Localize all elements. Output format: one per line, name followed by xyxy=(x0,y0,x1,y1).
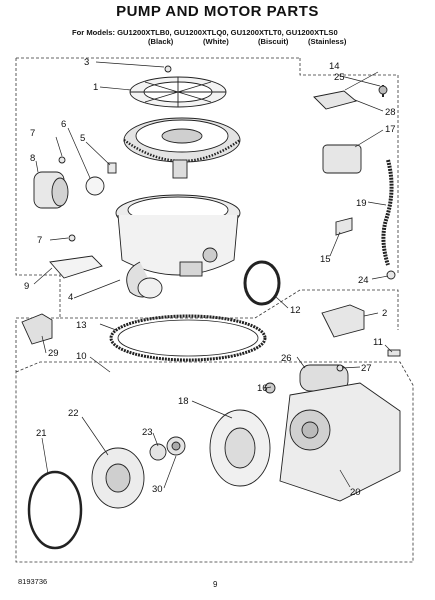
outline-middle xyxy=(60,289,399,330)
callout-22: 22 xyxy=(68,408,79,419)
callout-27: 27 xyxy=(361,363,372,374)
callout-18: 18 xyxy=(178,396,189,407)
callout-9: 9 xyxy=(24,281,29,292)
callout-19: 19 xyxy=(356,198,367,209)
part-17-sensor xyxy=(322,144,362,174)
callout-4: 4 xyxy=(68,292,73,303)
gasket-ring xyxy=(109,314,267,362)
callout-28: 28 xyxy=(385,107,396,118)
callout-13: 13 xyxy=(76,320,87,331)
color-white: (White) xyxy=(203,37,229,46)
color-stainless: (Stainless) xyxy=(308,37,347,46)
callout-15: 15 xyxy=(320,254,331,265)
model-list: For Models: GU1200XTLB0, GU1200XTLQ0, GU… xyxy=(72,28,338,37)
callout-2: 2 xyxy=(382,308,387,319)
outline-left xyxy=(15,58,61,372)
motor-assembly xyxy=(27,364,401,550)
callout-7a: 7 xyxy=(30,128,35,139)
callout-8: 8 xyxy=(30,153,35,164)
callout-29: 29 xyxy=(48,348,59,359)
part-19-hose xyxy=(381,159,394,266)
callout-14: 14 xyxy=(329,61,340,72)
outline-right-top xyxy=(299,58,399,275)
callout-7b: 7 xyxy=(37,235,42,246)
right-parts xyxy=(313,85,401,357)
callout-26: 26 xyxy=(281,353,292,364)
group-outlines xyxy=(15,57,414,563)
part-28-cover xyxy=(313,90,357,110)
callout-16: 16 xyxy=(257,383,268,394)
page-title: PUMP AND MOTOR PARTS xyxy=(116,3,319,20)
left-parts xyxy=(21,65,172,345)
callout-17: 17 xyxy=(385,124,396,135)
callout-10: 10 xyxy=(76,351,87,362)
callout-6: 6 xyxy=(61,119,66,130)
page-number: 9 xyxy=(213,580,218,589)
callout-12: 12 xyxy=(290,305,301,316)
callout-5: 5 xyxy=(80,133,85,144)
callout-1: 1 xyxy=(93,82,98,93)
callout-25: 25 xyxy=(334,72,345,83)
callout-30: 30 xyxy=(152,484,163,495)
outline-motor xyxy=(15,361,414,563)
color-black: (Black) xyxy=(148,37,174,46)
callout-11: 11 xyxy=(373,337,383,348)
callout-3: 3 xyxy=(84,57,89,68)
leader-lines xyxy=(33,61,393,489)
color-biscuit: (Biscuit) xyxy=(258,37,289,46)
callout-24: 24 xyxy=(358,275,369,286)
part-callouts: 1 2 3 4 5 6 7 7 8 9 10 11 12 13 14 15 16… xyxy=(24,57,396,498)
callout-21: 21 xyxy=(36,428,47,439)
doc-number: 8193736 xyxy=(18,577,48,586)
callout-20: 20 xyxy=(350,487,361,498)
seal-ring xyxy=(243,260,281,306)
filter-assembly xyxy=(123,76,241,179)
callout-23: 23 xyxy=(142,427,153,438)
pump-housing xyxy=(115,194,241,299)
part-21-seal xyxy=(27,470,83,550)
part-2-bracket xyxy=(321,304,365,338)
